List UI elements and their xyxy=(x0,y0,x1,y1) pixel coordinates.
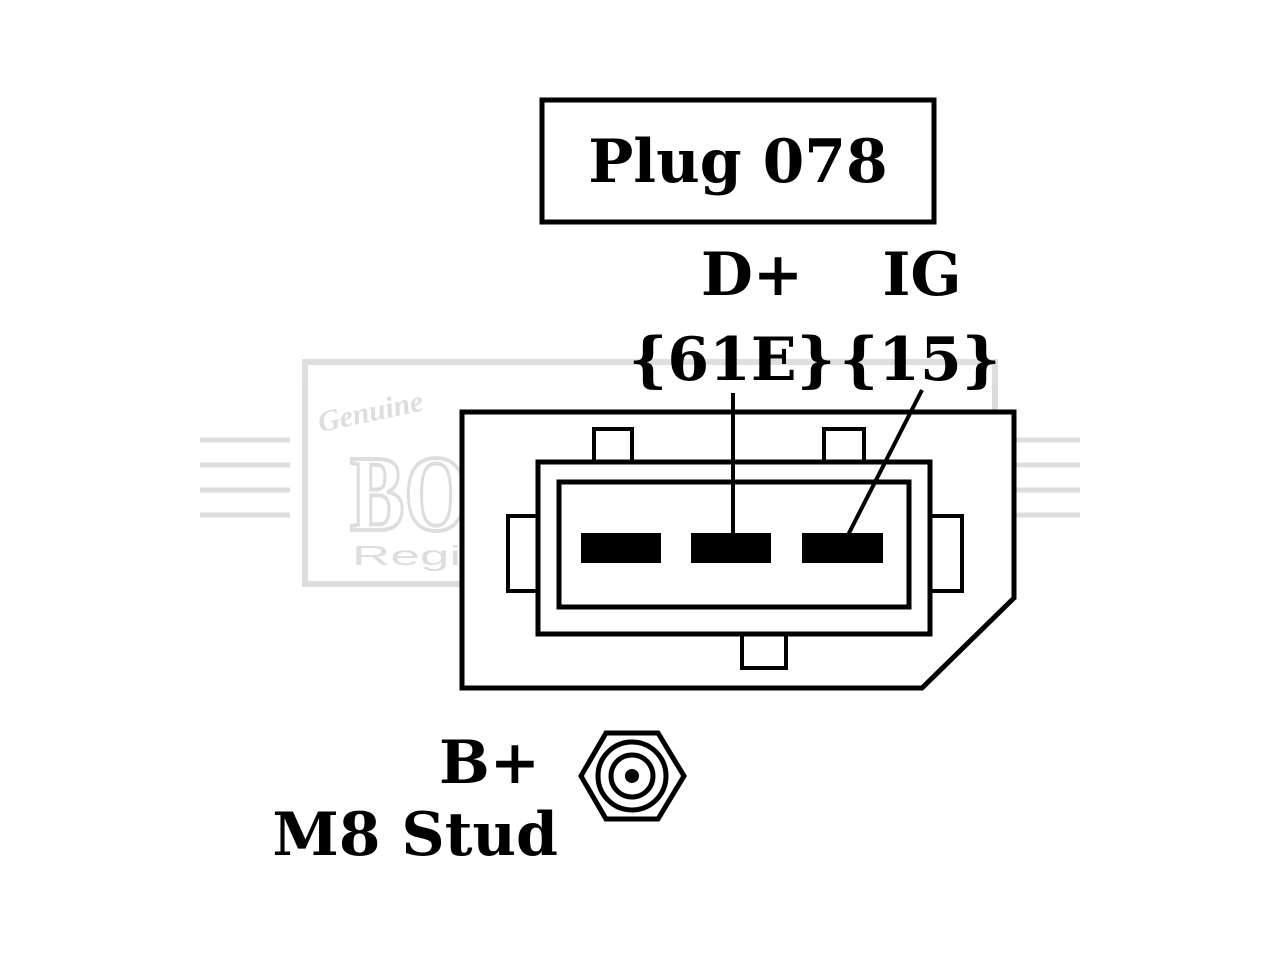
bottom-key xyxy=(740,630,788,670)
pin-d-plus-code: {61E} xyxy=(629,325,835,395)
top-latch-right xyxy=(822,427,866,465)
plug-label: Plug 078 xyxy=(588,127,888,197)
top-latch-left xyxy=(592,427,634,465)
stud-size: M8 Stud xyxy=(272,800,558,870)
terminal-ig xyxy=(802,533,883,563)
plug-label-box xyxy=(539,97,937,225)
pin-ig-name: IG xyxy=(882,240,961,310)
pin-ig-code: {15} xyxy=(840,325,1001,395)
stud-name: B+ xyxy=(439,728,540,798)
leader-line-ig xyxy=(846,389,924,536)
pin-d-plus-name: D+ xyxy=(701,240,803,310)
watermark-right-lines xyxy=(1010,437,1080,518)
terminal-1 xyxy=(581,533,661,563)
stud-nut-icon xyxy=(578,730,687,822)
side-tab-left xyxy=(506,514,542,593)
side-tab-right xyxy=(928,514,964,593)
terminal-d-plus xyxy=(691,533,771,563)
watermark-script: Genuine xyxy=(315,385,426,439)
watermark-left-lines xyxy=(200,437,290,518)
